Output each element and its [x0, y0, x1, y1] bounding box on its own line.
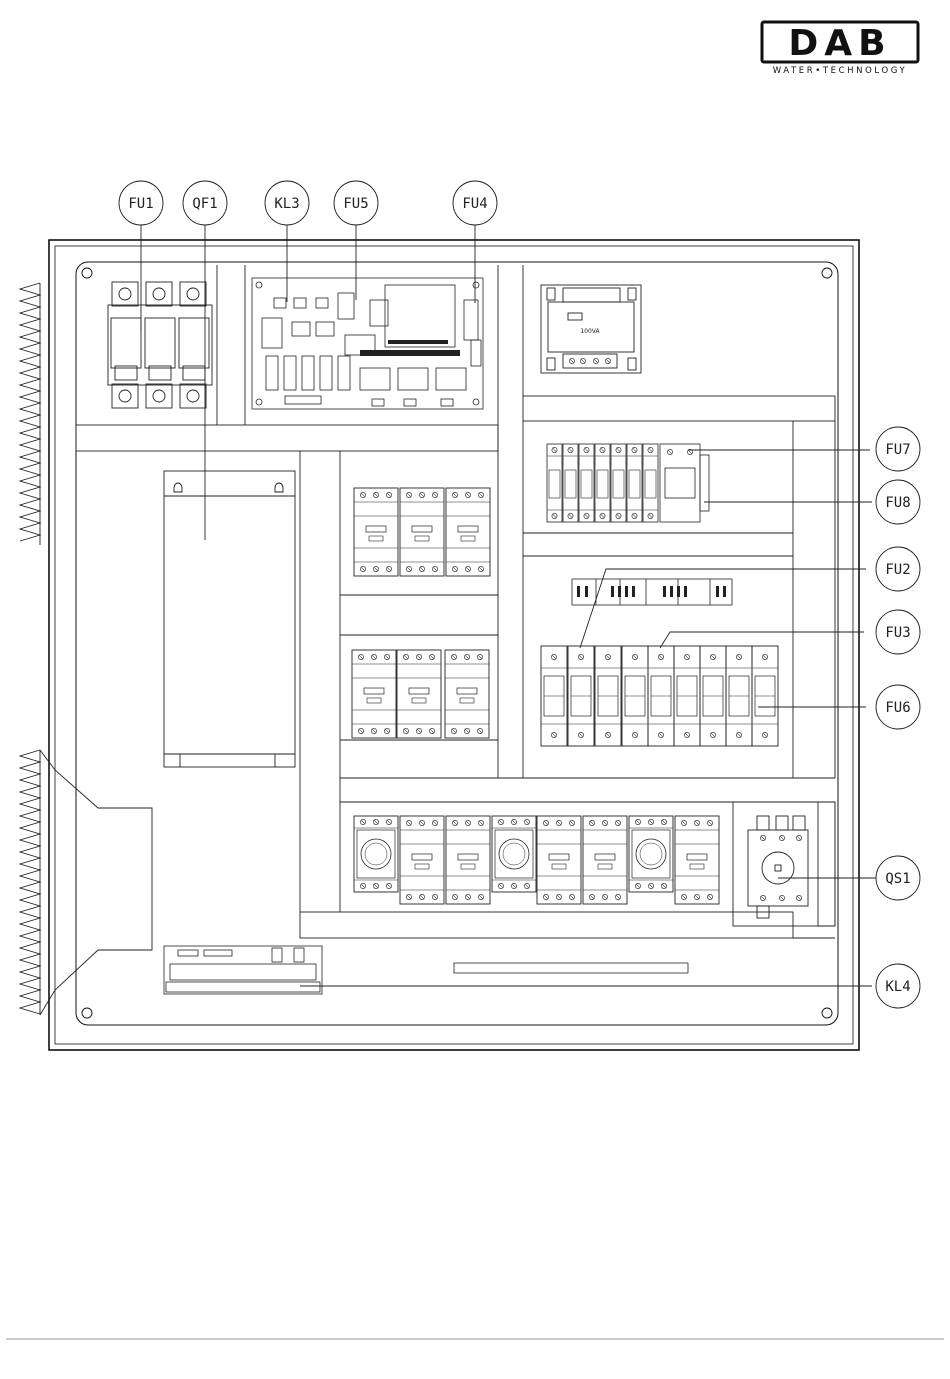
callout-bubbles: FU1 QF1 KL3 FU5 FU4 FU7 FU8 FU2 [119, 181, 920, 1008]
callout-qs1: QS1 [876, 856, 920, 900]
kl4-terminal-board [164, 946, 322, 994]
callout-fu2: FU2 [876, 547, 920, 591]
callout-fu4: FU4 [453, 181, 497, 225]
dab-logo: DAB WATER•TECHNOLOGY [762, 22, 918, 76]
callout-qf1-label: QF1 [192, 196, 217, 212]
logo-brand: DAB [788, 23, 891, 64]
fu2-terminal-strip [572, 579, 732, 605]
callout-fu5: FU5 [334, 181, 378, 225]
callout-fu7-label: FU7 [885, 442, 910, 458]
callout-fu1: FU1 [119, 181, 163, 225]
fu7-fu8-fuse-rail [547, 444, 709, 522]
callout-qf1: QF1 [183, 181, 227, 225]
callout-kl4-label: KL4 [885, 979, 910, 995]
qf1-inverter-drive [164, 471, 295, 767]
contactor-group-middle [352, 650, 489, 738]
transformer-rating: 100VA [580, 328, 600, 335]
callout-lines [141, 225, 876, 986]
callout-fu7: FU7 [876, 427, 920, 471]
callout-fu2-label: FU2 [885, 562, 910, 578]
door-hinge-left [20, 283, 152, 1015]
callout-fu3: FU3 [876, 610, 920, 654]
callout-fu4-label: FU4 [462, 196, 487, 212]
contactor-group-lower [354, 816, 719, 904]
callout-fu8: FU8 [876, 480, 920, 524]
transformer: 100VA [541, 285, 641, 373]
logo-tagline: WATER•TECHNOLOGY [773, 66, 908, 76]
callout-fu5-label: FU5 [343, 196, 368, 212]
contactor-group-upper [354, 488, 490, 576]
fu1-main-fuse-block [108, 282, 212, 408]
callout-fu3-label: FU3 [885, 625, 910, 641]
callout-fu6: FU6 [876, 685, 920, 729]
callout-qs1-label: QS1 [885, 871, 910, 887]
callout-fu8-label: FU8 [885, 495, 910, 511]
callout-kl3: KL3 [265, 181, 309, 225]
callout-kl4: KL4 [876, 964, 920, 1008]
callout-kl3-label: KL3 [274, 196, 299, 212]
qs1-main-switch [733, 802, 835, 926]
fu3-fu6-fuse-holders [541, 646, 778, 746]
callout-fu1-label: FU1 [128, 196, 153, 212]
ground-bar [454, 963, 688, 973]
cabinet-enclosure [49, 240, 859, 1050]
callout-fu6-label: FU6 [885, 700, 910, 716]
